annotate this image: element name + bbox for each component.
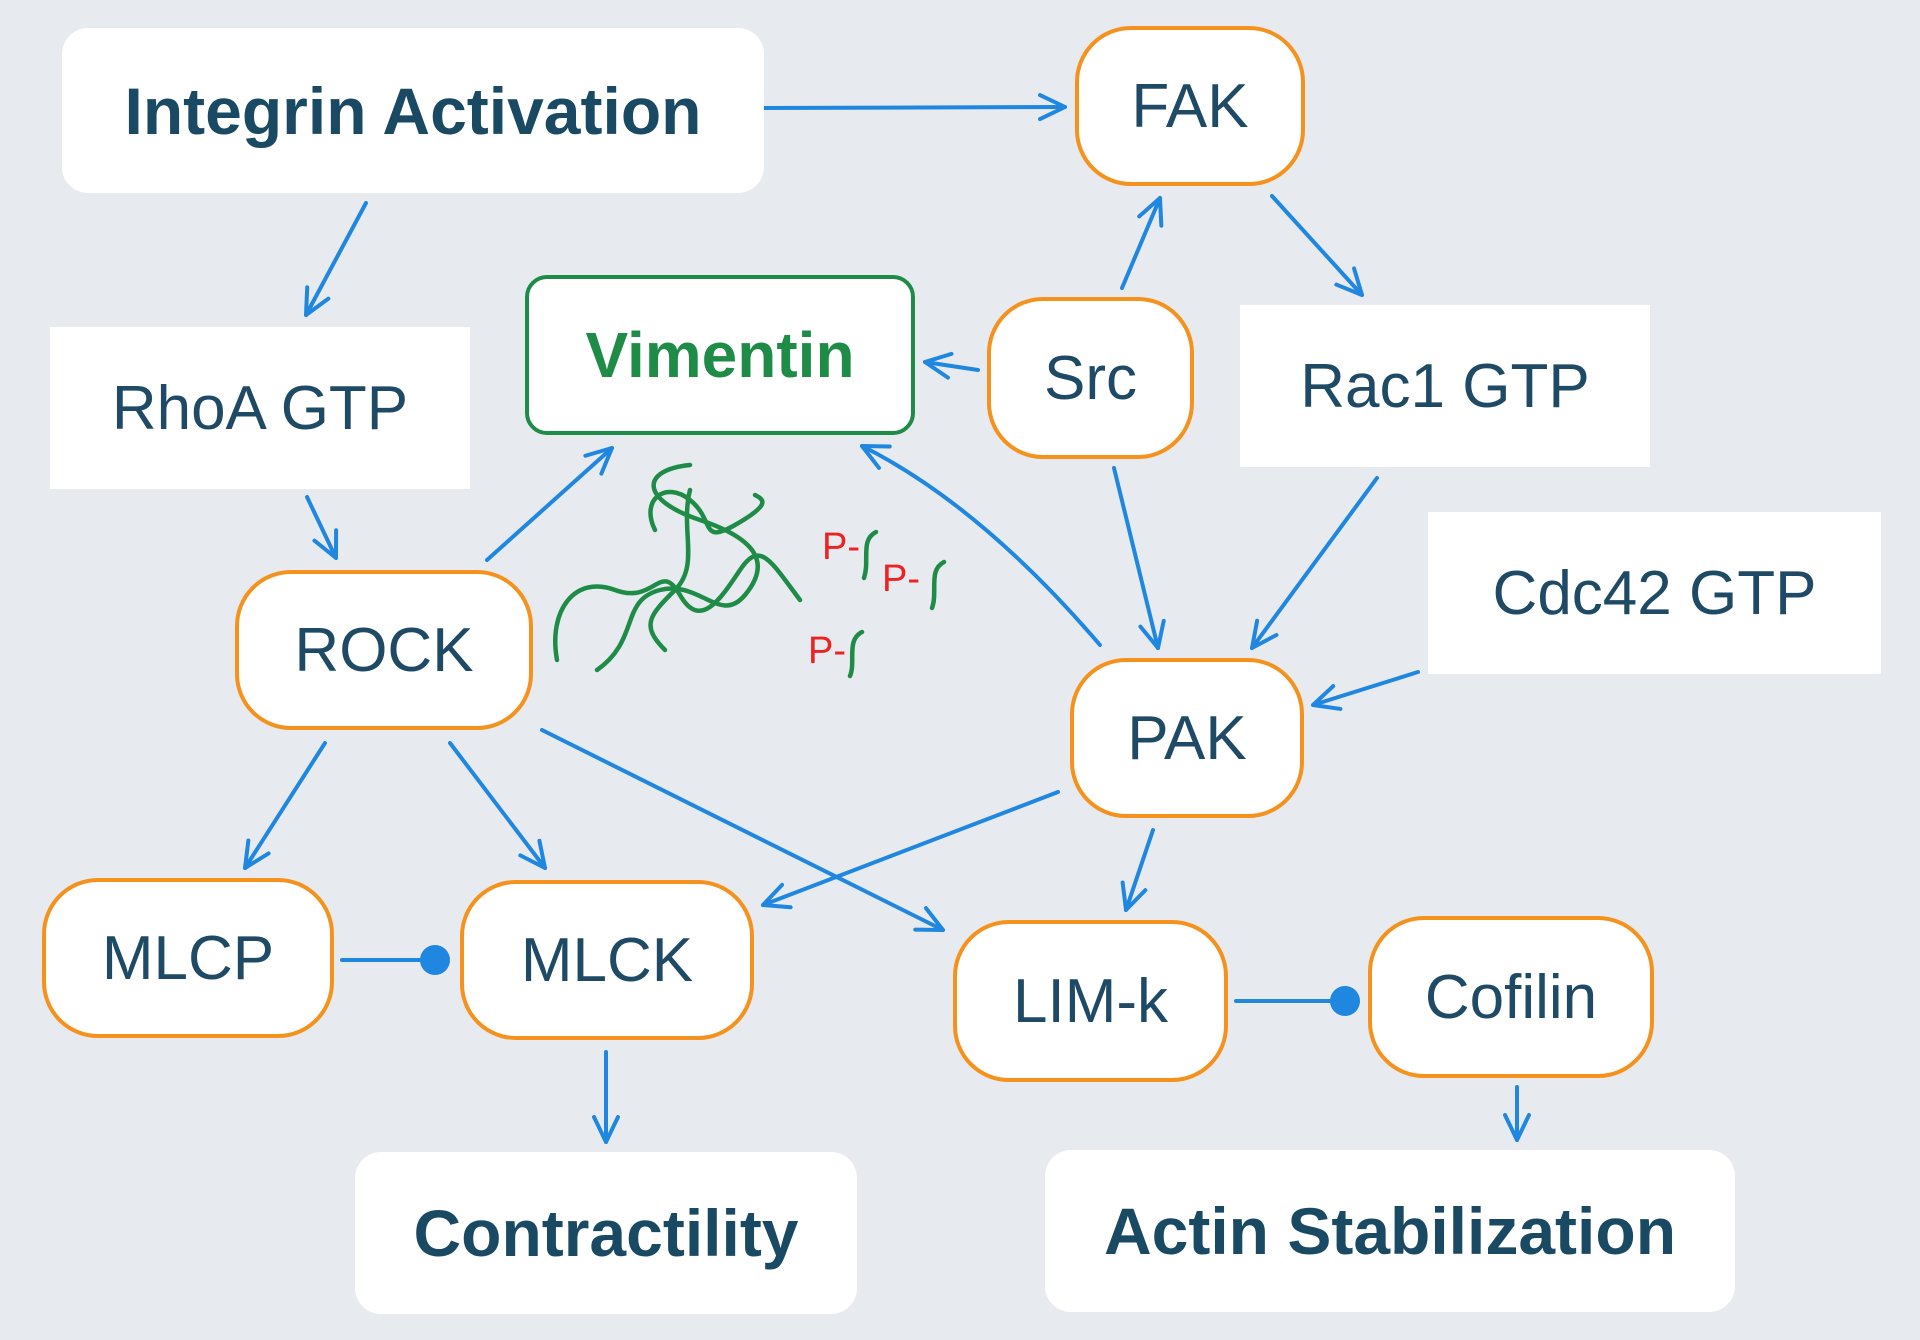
activation-arrow (761, 790, 1060, 910)
activation-arrow (243, 741, 327, 870)
phospho-squiggle (861, 529, 879, 581)
activation-arrow (1112, 466, 1166, 650)
vimentin-filaments (553, 462, 803, 673)
phospho-squiggle (929, 559, 947, 611)
activation-arrow (540, 728, 945, 932)
activation-arrow (753, 93, 1067, 122)
filament-strand (648, 487, 693, 653)
activation-arrow (1311, 670, 1420, 711)
node-mlcp: MLCP (42, 878, 334, 1038)
activation-arrow (304, 201, 368, 317)
node-pak: PAK (1070, 658, 1304, 818)
activation-arrow (448, 741, 547, 870)
node-lim-k: LIM-k (953, 920, 1228, 1082)
activation-arrow (923, 351, 980, 380)
filament-strand (553, 553, 803, 663)
node-src: Src (987, 297, 1194, 459)
node-fak: FAK (1075, 26, 1305, 186)
edges-layer (243, 93, 1531, 1144)
phospho-squiggles (847, 529, 947, 679)
activation-arrow (305, 495, 339, 560)
activation-arrow (860, 444, 1102, 647)
activation-arrow (1120, 196, 1164, 290)
node-vimentin: Vimentin (525, 275, 915, 435)
filament-strand (594, 462, 761, 673)
phospho-label: P- (822, 526, 860, 568)
activation-arrow (1270, 194, 1364, 297)
node-actin-stabilization: Actin Stabilization (1045, 1150, 1735, 1312)
node-contractility: Contractility (355, 1152, 857, 1314)
activation-arrow (1250, 476, 1379, 650)
inhibition-dot (1330, 986, 1360, 1016)
phospho-label: P- (808, 630, 846, 672)
node-mlck: MLCK (460, 880, 754, 1040)
node-rac1-gtp: Rac1 GTP (1240, 305, 1650, 467)
inhibition-dot (420, 945, 450, 975)
activation-arrow (1120, 828, 1155, 912)
activation-arrow (485, 446, 614, 562)
node-rock: ROCK (235, 570, 533, 730)
phospho-label: P- (882, 558, 920, 600)
filament-strand (648, 489, 765, 535)
phospho-squiggle (847, 629, 865, 679)
node-cdc42-gtp: Cdc42 GTP (1428, 512, 1881, 674)
node-cofilin: Cofilin (1368, 916, 1654, 1078)
node-integrin-activation: Integrin Activation (62, 28, 764, 193)
node-rhoa-gtp: RhoA GTP (50, 327, 470, 489)
